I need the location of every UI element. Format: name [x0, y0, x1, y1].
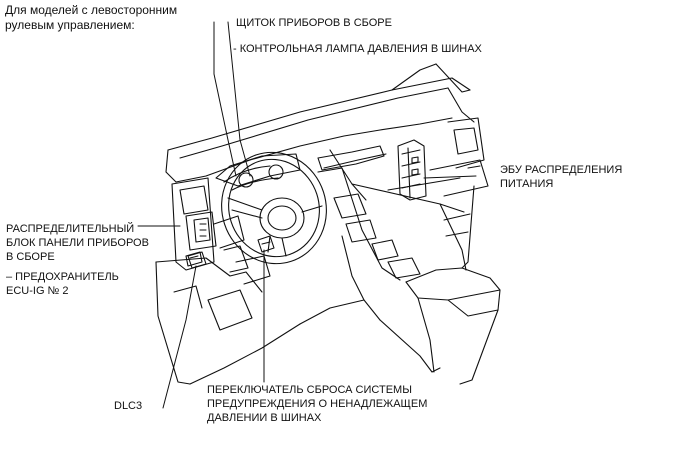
steering-side-note-line2: рулевым управлением: — [5, 18, 135, 32]
junction-block-label-line2: БЛОК ПАНЕЛИ ПРИБОРОВ — [6, 237, 149, 249]
knee-panel — [155, 257, 301, 385]
junction-block-label: РАСПРЕДЕЛИТЕЛЬНЫЙ БЛОК ПАНЕЛИ ПРИБОРОВ В… — [6, 222, 149, 264]
dlc3-label: DLC3 — [114, 400, 143, 412]
passenger-dash — [329, 117, 481, 271]
reset-switch-label-line3: ДАВЛЕНИИ В ШИНАХ — [207, 412, 322, 424]
reset-switch-label-line1: ПЕРЕКЛЮЧАТЕЛЬ СБРОСА СИСТЕМЫ — [207, 384, 412, 396]
fuse-label-line1: – ПРЕДОХРАНИТЕЛЬ — [6, 271, 119, 283]
power-ecu-label-line2: ПИТАНИЯ — [500, 178, 554, 190]
cluster-label: ЩИТОК ПРИБОРОВ В СБОРЕ — [236, 17, 392, 29]
tpms-reset-switch — [257, 235, 275, 253]
dashboard-top — [175, 117, 489, 197]
reset-switch-label: ПЕРЕКЛЮЧАТЕЛЬ СБРОСА СИСТЕМЫ ПРЕДУПРЕЖДЕ… — [207, 383, 427, 425]
steering-side-note: Для моделей с левосторонним рулевым упра… — [5, 3, 177, 33]
power-distribution-ecu — [397, 139, 427, 201]
junction-block-label-line3: В СБОРЕ — [6, 251, 55, 263]
leader-lines — [137, 21, 477, 409]
fuse-label-line2: ECU-IG № 2 — [6, 285, 69, 297]
fuse-label: – ПРЕДОХРАНИТЕЛЬ ECU-IG № 2 — [6, 270, 119, 298]
junction-block-label-line1: РАСПРЕДЕЛИТЕЛЬНЫЙ — [6, 223, 135, 235]
steering-wheel — [221, 151, 327, 265]
windshield-frame — [165, 63, 475, 183]
left-dash-section — [171, 177, 271, 285]
reset-switch-label-line2: ПРЕДУПРЕЖДЕНИЯ О НЕНАДЛЕЖАЩЕМ — [207, 398, 428, 410]
armrest — [405, 267, 501, 385]
power-ecu-label: ЭБУ РАСПРЕДЕЛЕНИЯ ПИТАНИЯ — [500, 163, 622, 191]
center-console — [299, 167, 441, 373]
dlc3-connector — [185, 251, 203, 267]
power-ecu-label-line1: ЭБУ РАСПРЕДЕЛЕНИЯ — [500, 164, 623, 176]
tire-pressure-lamp-label: - КОНТРОЛЬНАЯ ЛАМПА ДАВЛЕНИЯ В ШИНАХ — [233, 43, 482, 55]
steering-side-note-line1: Для моделей с левосторонним — [5, 3, 178, 17]
combination-meter — [215, 153, 301, 191]
